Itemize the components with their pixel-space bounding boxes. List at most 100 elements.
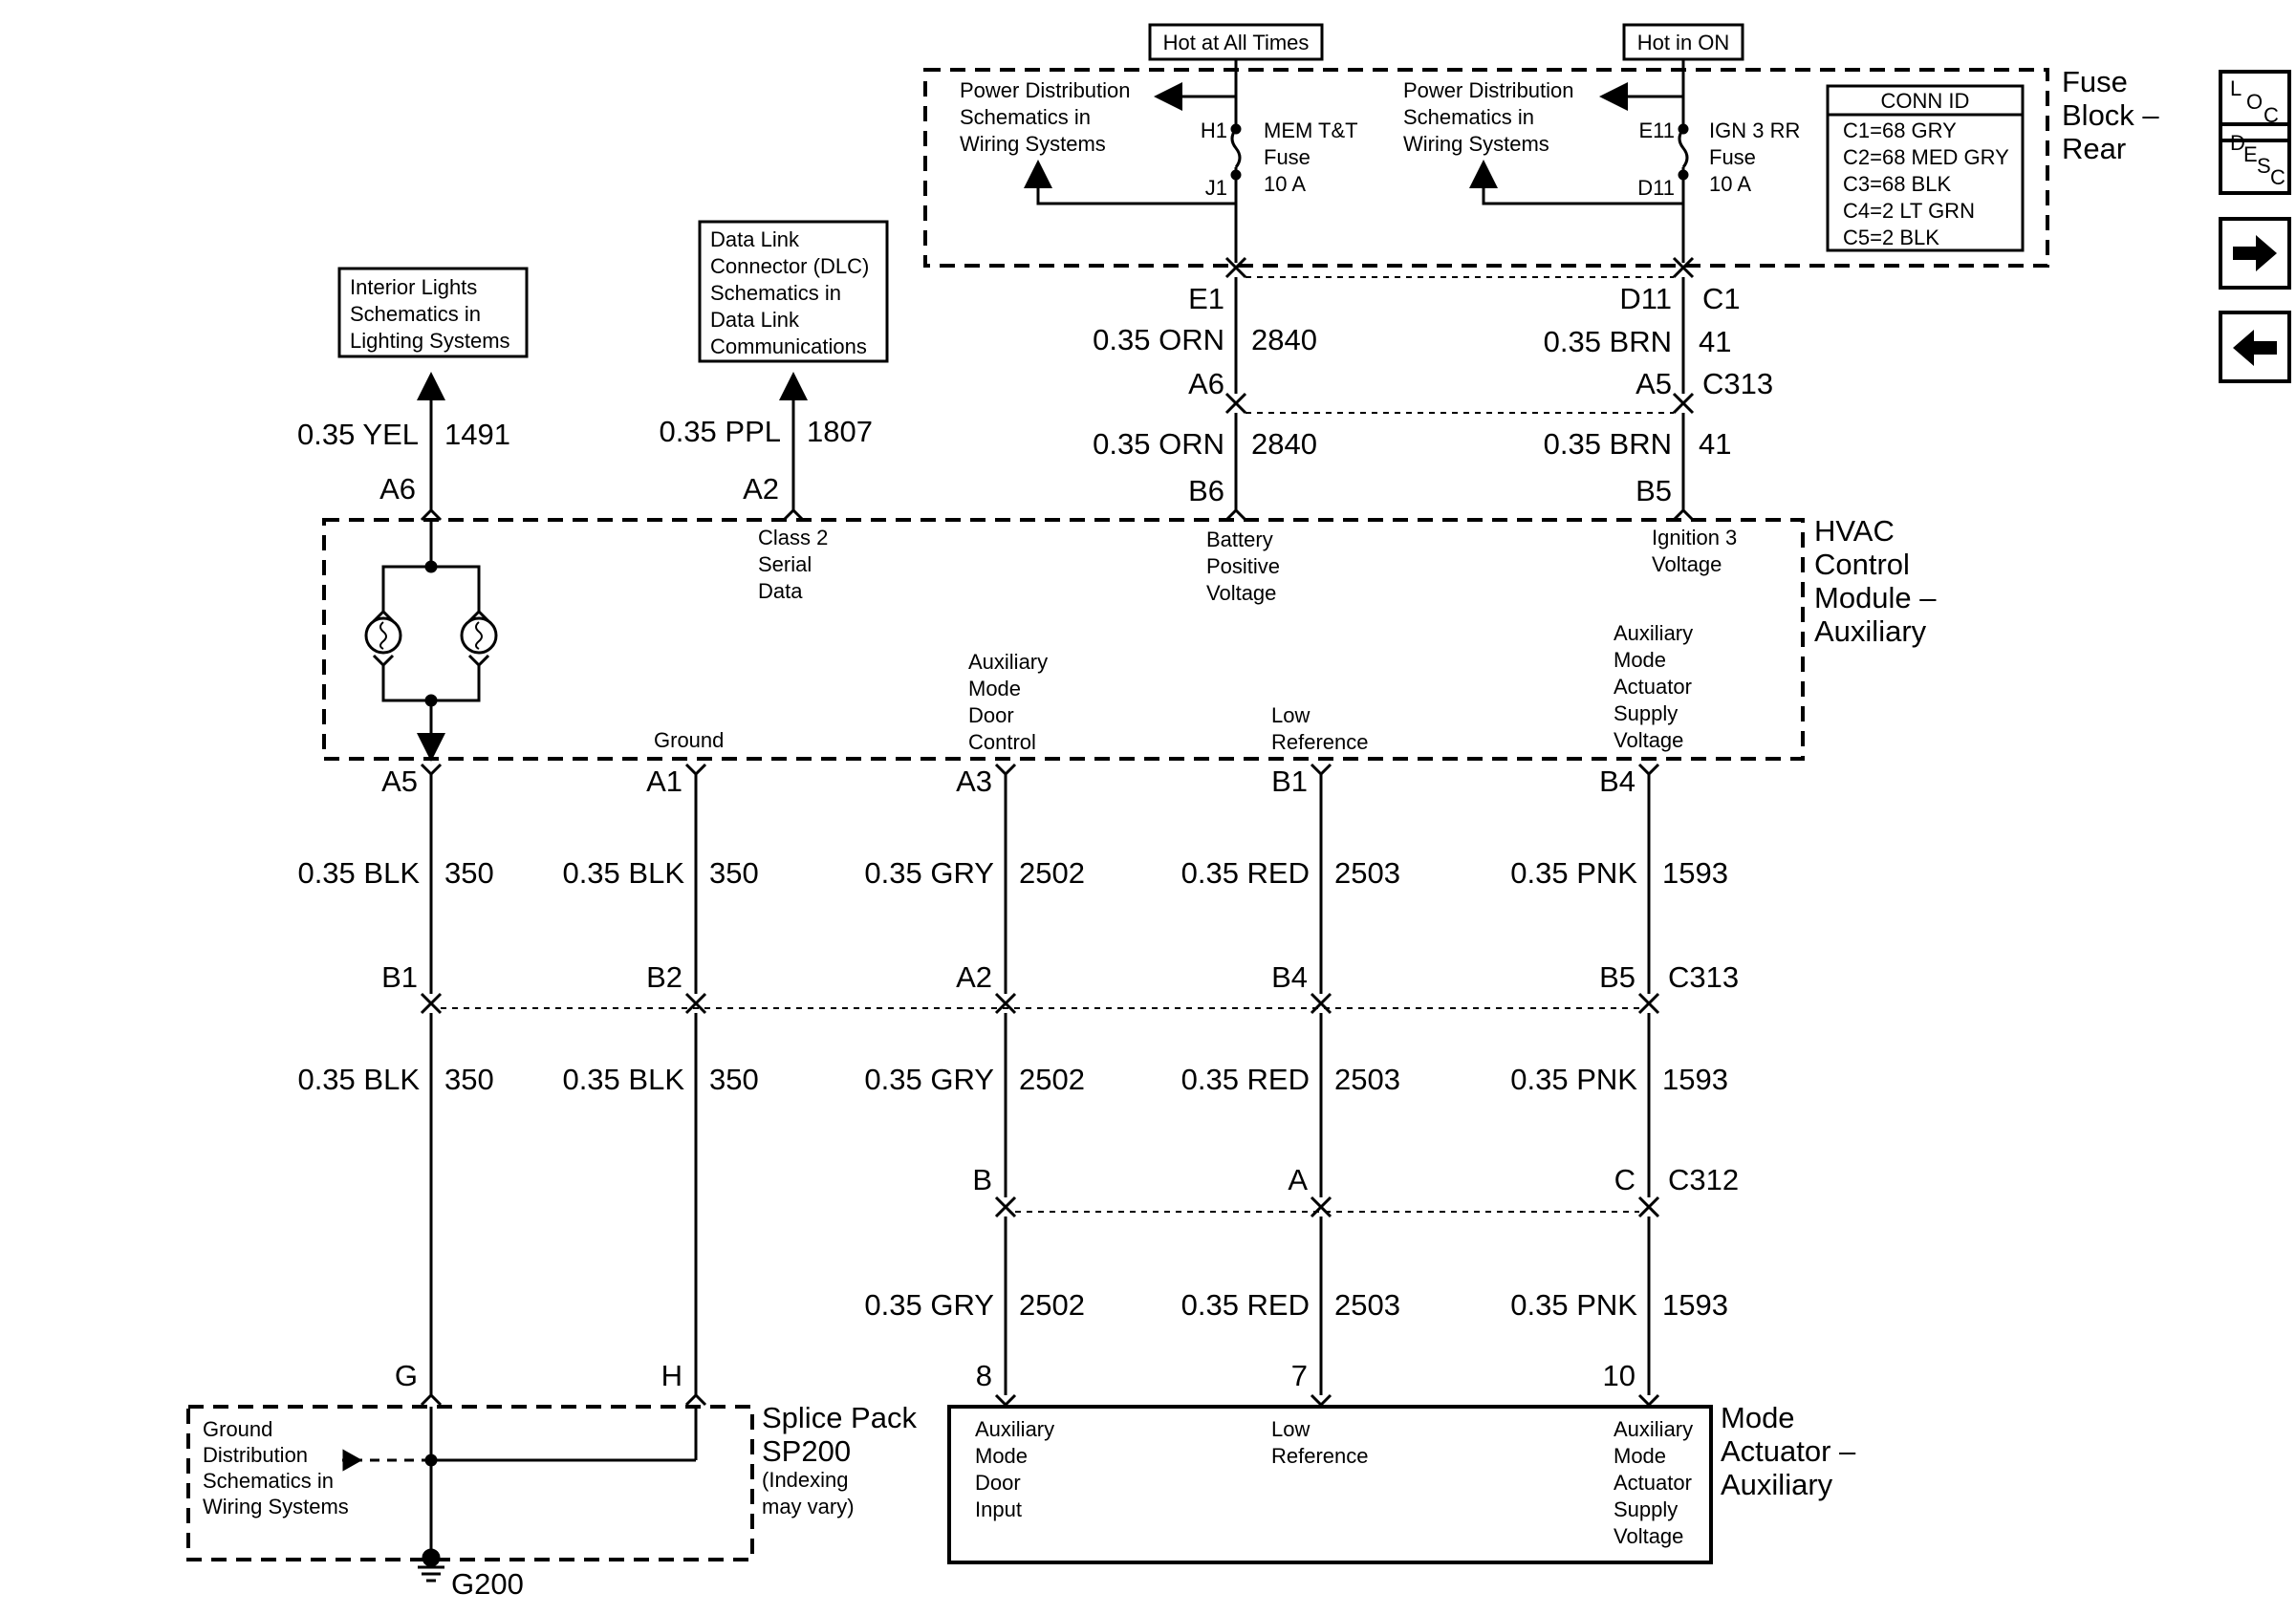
splice-pack-outline bbox=[186, 1405, 754, 1561]
wire-brn-circuit-1: 41 bbox=[1699, 325, 1731, 358]
g200-label: G200 bbox=[451, 1567, 524, 1601]
gauge-upper-w4: 0.35 RED bbox=[1181, 856, 1310, 890]
actuator-door-line3: Door bbox=[975, 1471, 1021, 1495]
lamp2-bottom-chevron bbox=[467, 654, 490, 668]
ground-ref-line4: Wiring Systems bbox=[203, 1495, 349, 1518]
loc-letter-1: L bbox=[2230, 76, 2242, 100]
interior-lights-ref-box bbox=[337, 267, 529, 358]
dlc-ref-line1: Data Link bbox=[710, 227, 800, 251]
fuse2-bottom-node bbox=[1678, 169, 1689, 181]
hot-in-on-label: Hot in ON bbox=[1637, 31, 1730, 54]
hvac-b1-chevron bbox=[1310, 763, 1332, 777]
circuit-mid-w1: 350 bbox=[444, 1063, 494, 1096]
hvac-aux-supply-line1: Auxiliary bbox=[1614, 621, 1693, 645]
fuse1-top-node bbox=[1230, 123, 1242, 135]
pin-b5-hvac: B5 bbox=[1635, 474, 1672, 507]
c313-b4-chevron-lower bbox=[1310, 1001, 1332, 1015]
fuse1-name: MEM T&T bbox=[1264, 118, 1358, 142]
conn-id-title: CONN ID bbox=[1881, 89, 1970, 113]
hvac-a2-chevron bbox=[782, 507, 805, 522]
fuse-block-title-1: Fuse bbox=[2062, 65, 2128, 98]
actuator-title-2: Actuator – bbox=[1721, 1434, 1856, 1468]
gauge-mid-w5: 0.35 PNK bbox=[1510, 1063, 1637, 1096]
pin-bottom-w5: 10 bbox=[1603, 1359, 1635, 1392]
fuse2-name: IGN 3 RR bbox=[1709, 118, 1800, 142]
fuse2-rating: 10 A bbox=[1709, 172, 1751, 196]
circuit-mid-w5: 1593 bbox=[1662, 1063, 1728, 1096]
hvac-title-2: Control bbox=[1814, 548, 1910, 581]
dlc-ref-line4: Data Link bbox=[710, 308, 800, 332]
wire-yel-circuit: 1491 bbox=[444, 418, 510, 451]
gauge-upper-w3: 0.35 GRY bbox=[864, 856, 994, 890]
prev-button[interactable] bbox=[2219, 311, 2291, 383]
pin-c312-w4: A bbox=[1288, 1163, 1308, 1196]
pd-right-line1: Power Distribution bbox=[1403, 78, 1574, 102]
wire-brn-gauge-1: 0.35 BRN bbox=[1544, 325, 1672, 358]
pin-e1: E1 bbox=[1188, 282, 1224, 315]
actuator-low-ref-line1: Low bbox=[1271, 1417, 1310, 1441]
actuator-door-line4: Input bbox=[975, 1497, 1022, 1521]
actuator-title-1: Mode bbox=[1721, 1401, 1795, 1434]
actuator-supply-line5: Voltage bbox=[1614, 1524, 1683, 1548]
hvac-aux-supply-line4: Supply bbox=[1614, 701, 1678, 725]
fuse1-bottom-pin: J1 bbox=[1205, 176, 1227, 200]
fuse1-bottom-node bbox=[1230, 169, 1242, 181]
actuator-supply-line1: Auxiliary bbox=[1614, 1417, 1693, 1441]
hvac-title-4: Auxiliary bbox=[1814, 614, 1927, 648]
hvac-module-outline bbox=[322, 518, 1805, 761]
hvac-aux-door-line1: Auxiliary bbox=[968, 650, 1048, 674]
conn-c312: C312 bbox=[1668, 1163, 1739, 1196]
hot-at-all-times-label: Hot at All Times bbox=[1163, 31, 1310, 54]
desc-button[interactable] bbox=[2219, 122, 2291, 195]
hvac-title-3: Module – bbox=[1814, 581, 1937, 614]
lamp1-bottom-chevron bbox=[372, 654, 395, 668]
circuit-lower-w3: 2502 bbox=[1019, 1288, 1085, 1322]
conn-id-row-5: C5=2 BLK bbox=[1843, 226, 1939, 249]
pin-b6: B6 bbox=[1188, 474, 1224, 507]
c313-b1-chevron-lower bbox=[420, 1001, 443, 1015]
circuit-lower-w4: 2503 bbox=[1334, 1288, 1400, 1322]
wire-brn-circuit-2: 41 bbox=[1699, 427, 1731, 461]
pin-c313-w5: B5 bbox=[1599, 960, 1635, 994]
hvac-ground-label: Ground bbox=[654, 728, 724, 752]
gauge-mid-w2: 0.35 BLK bbox=[562, 1063, 684, 1096]
pin-c313-w3: A2 bbox=[956, 960, 992, 994]
fuse2-pd-branch bbox=[1469, 160, 1683, 205]
dlc-ref-line3: Schematics in bbox=[710, 281, 841, 305]
conn-c313-lower: C313 bbox=[1668, 960, 1739, 994]
pin-c312-w5: C bbox=[1614, 1163, 1635, 1196]
lamp1-bulb bbox=[364, 616, 402, 655]
actuator-pin7-chevron bbox=[1310, 1393, 1332, 1408]
hvac-battery-line2: Positive bbox=[1206, 554, 1280, 578]
e1-chevron-lower bbox=[1224, 265, 1247, 279]
dlc-ref-line2: Connector (DLC) bbox=[710, 254, 869, 278]
circuit-upper-w3: 2502 bbox=[1019, 856, 1085, 890]
conn-c1: C1 bbox=[1702, 282, 1741, 315]
circuit-upper-w2: 350 bbox=[709, 856, 759, 890]
lamp2-bulb bbox=[460, 616, 498, 655]
splice-title-2: SP200 bbox=[762, 1434, 851, 1468]
hvac-a5-chevron bbox=[420, 763, 443, 777]
fuse1-pd-branch bbox=[1024, 160, 1236, 205]
gauge-upper-w1: 0.35 BLK bbox=[297, 856, 420, 890]
fuse1-top-pin: H1 bbox=[1201, 118, 1227, 142]
pd-left-line2: Schematics in bbox=[960, 105, 1091, 129]
fuse-block-title-3: Rear bbox=[2062, 132, 2126, 165]
loc-letter-3: C bbox=[2264, 103, 2279, 127]
gauge-lower-w4: 0.35 RED bbox=[1181, 1288, 1310, 1322]
lamp1-filament bbox=[379, 621, 387, 650]
desc-letter-3: S bbox=[2257, 154, 2271, 178]
arrow-left-icon bbox=[2233, 330, 2277, 366]
fuse1-rating: 10 A bbox=[1264, 172, 1306, 196]
c312-c-chevron-lower bbox=[1637, 1204, 1660, 1218]
splice-h-chevron bbox=[684, 1392, 707, 1407]
ground-dist-arrow bbox=[342, 1449, 363, 1472]
hvac-b6-chevron bbox=[1224, 507, 1247, 522]
ground-ref-line1: Ground bbox=[203, 1417, 272, 1441]
loc-button[interactable] bbox=[2219, 70, 2291, 142]
next-button[interactable] bbox=[2219, 217, 2291, 290]
hvac-aux-supply-line3: Actuator bbox=[1614, 675, 1692, 699]
wire-orn-circuit-2: 2840 bbox=[1251, 427, 1317, 461]
hvac-low-ref-line1: Low bbox=[1271, 703, 1310, 727]
